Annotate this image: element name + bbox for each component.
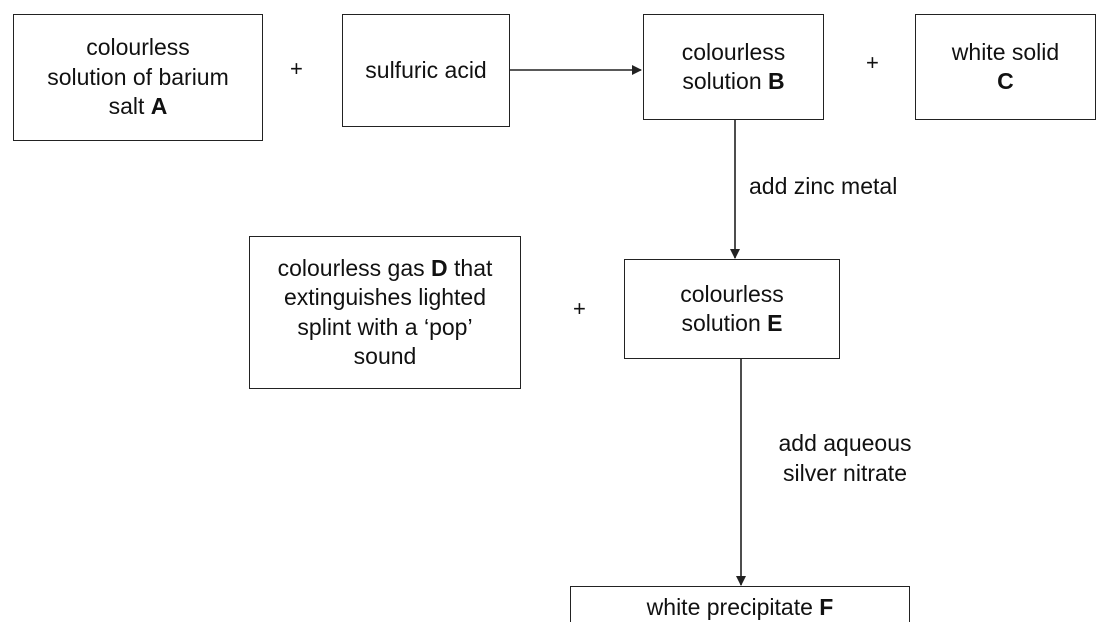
box-b-line2: solution — [682, 68, 769, 94]
box-d-line1: colourless gas — [277, 254, 432, 281]
box-e-line1: colourless — [680, 280, 784, 307]
plus-sign-2: + — [866, 50, 879, 75]
box-barium-salt-a: colourless solution of barium salt A — [13, 14, 263, 141]
label-d: D — [431, 254, 448, 281]
plus-sign-1: + — [290, 56, 303, 81]
box-solution-b: colourless solution B — [643, 14, 824, 120]
label-a: A — [150, 93, 168, 120]
box-f-content: white precipitate F — [647, 593, 834, 622]
box-solution-e: colourless solution E — [624, 259, 840, 359]
box-c-line1: white solid — [951, 38, 1060, 65]
box-f-text: white precipitate — [646, 593, 820, 620]
box-acid-text: sulfuric acid — [365, 56, 487, 83]
box-b-content: colourless solution B — [682, 38, 786, 97]
box-e-line2: solution — [681, 310, 768, 336]
box-a-text: colourless solution of barium salt — [47, 34, 229, 120]
label-e: E — [767, 310, 783, 336]
step-add-zinc: add zinc metal — [749, 173, 898, 199]
box-e-content: colourless solution E — [680, 280, 784, 339]
box-white-precipitate-f: white precipitate F — [570, 586, 910, 622]
box-d-content: colourless gas D that extinguishes light… — [268, 254, 503, 372]
label-c: C — [997, 68, 1014, 94]
box-gas-d: colourless gas D that extinguishes light… — [249, 236, 521, 389]
plus-sign-3: + — [573, 296, 586, 321]
label-b: B — [768, 68, 785, 94]
box-a-content: colourless solution of barium salt A — [46, 33, 231, 121]
box-sulfuric-acid: sulfuric acid — [342, 14, 510, 127]
box-d-rest: that extinguishes lighted splint with a … — [283, 254, 493, 369]
box-b-line1: colourless — [681, 38, 786, 65]
step-add-silver-nitrate: add aqueous silver nitrate — [778, 430, 912, 486]
label-f: F — [819, 593, 834, 620]
